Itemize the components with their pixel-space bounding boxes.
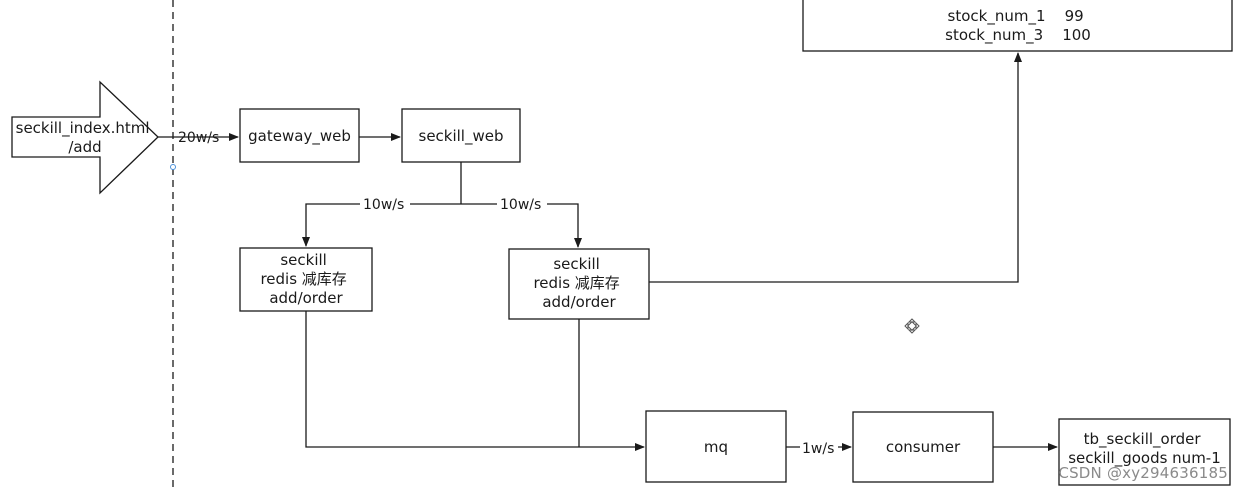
gateway-web-node[interactable]: gateway_web (239, 108, 360, 163)
gateway-web-label: gateway_web (248, 127, 351, 146)
move-cursor-icon (904, 318, 920, 334)
seckill-service-right-node[interactable]: seckill redis 减库存 add/order (508, 248, 650, 320)
db-node[interactable]: tb_seckill_order seckill_goods num-1 (1058, 418, 1231, 486)
edge-label-1w: 1w/s (802, 441, 834, 457)
db-line-2: seckill_goods num-1 (1068, 449, 1221, 468)
client-node[interactable]: seckill_index.html /add (11, 80, 159, 195)
svg-text:seckill redis 减库存: seckill redis 减库存 add/order (260, 251, 351, 307)
consumer-label: consumer (886, 438, 961, 456)
edge-seckill-left-to-mq (305, 311, 645, 451)
label-bg-1w (800, 440, 838, 456)
label-bg-right (497, 196, 547, 212)
stock-line-2: stock_num_3 100 (945, 26, 1091, 45)
seckill-right-line-3: add/order (542, 293, 616, 311)
client-line-2: /add (68, 138, 101, 156)
client-line-1: seckill_index.html (16, 119, 150, 138)
seckill-left-line-3: add/order (269, 289, 343, 307)
stock-node[interactable]: stock_num_1 99 stock_num_3 100 (802, 0, 1233, 52)
db-line-1: tb_seckill_order (1084, 430, 1202, 449)
svg-text:seckill_index.html /add: seckill_index.html /add (16, 119, 155, 156)
mq-label: mq (704, 438, 728, 456)
edge-label-10w-left: 10w/s (363, 197, 404, 213)
edge-seckill-right-to-stock (649, 52, 1022, 283)
block-arrow-shape (11, 80, 159, 195)
stock-line-1: stock_num_1 99 (948, 7, 1084, 26)
seckill-left-line-1: seckill (280, 251, 326, 269)
csdn-watermark: CSDN @xy294636185 (1058, 464, 1228, 482)
edge-label-20w: 20w/s (178, 130, 219, 146)
seckill-left-line-2: redis 减库存 (260, 270, 346, 288)
seckill-web-node[interactable]: seckill_web (401, 108, 521, 163)
svg-text:stock_num_1 99 stock_: stock_num_1 99 stock_num_3 100 (945, 7, 1091, 45)
label-bg-left (360, 196, 410, 212)
seckill-service-left-node[interactable]: seckill redis 减库存 add/order (239, 247, 373, 312)
seckill-right-line-2: redis 减库存 (533, 274, 619, 292)
seckill-web-label: seckill_web (419, 127, 504, 146)
seckill-right-line-1: seckill (553, 255, 599, 273)
svg-text:tb_seckill_order seckill: tb_seckill_order seckill_goods num-1 (1068, 430, 1221, 468)
svg-text:seckill redis 减库存: seckill redis 减库存 add/order (533, 255, 624, 311)
anchor-dot (170, 164, 176, 170)
consumer-node[interactable]: consumer (852, 411, 994, 483)
edge-label-10w-right: 10w/s (500, 197, 541, 213)
mq-node[interactable]: mq (645, 410, 787, 483)
